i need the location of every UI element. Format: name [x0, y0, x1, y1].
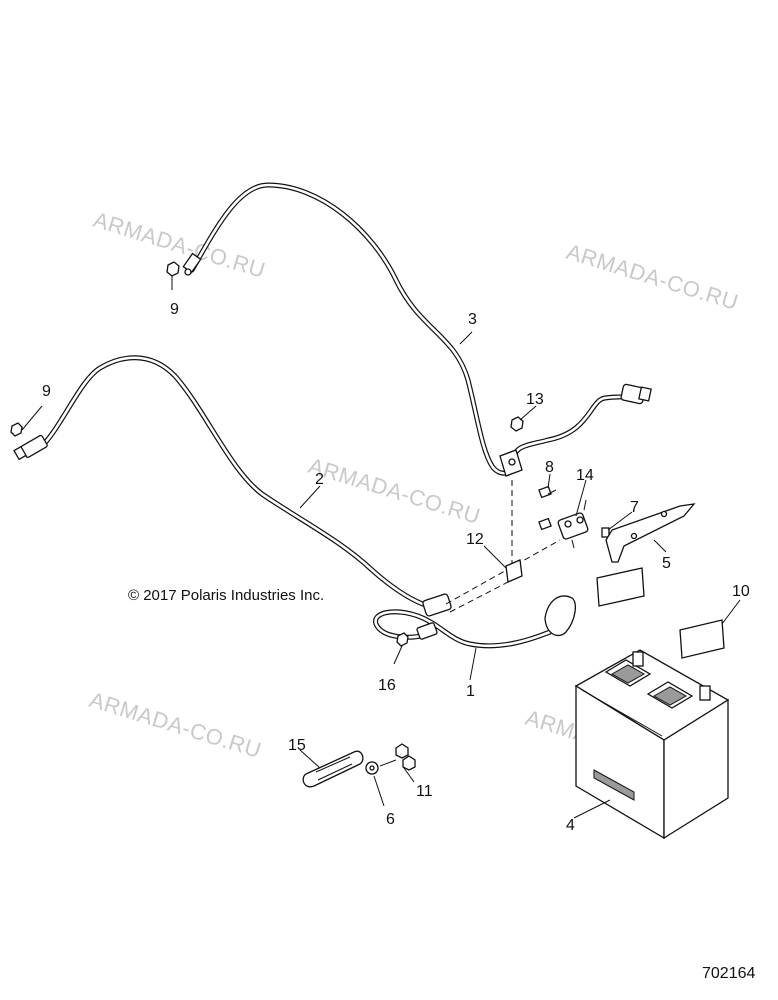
cable-3 — [182, 182, 652, 477]
item-14-relay — [557, 499, 589, 549]
callout-1: 1 — [466, 683, 475, 700]
watermark-bottom-left: ARMADA-CO.RU — [87, 687, 265, 763]
copyright-notice: © 2017 Polaris Industries Inc. — [128, 587, 324, 604]
callouts: 1 2 3 4 5 6 7 8 9 9 10 11 12 13 14 15 16 — [42, 301, 750, 834]
item-13-nut — [510, 416, 524, 432]
callout-8: 8 — [545, 459, 554, 476]
cable-2-terminal-end — [13, 434, 48, 461]
item-11-nuts — [379, 743, 416, 771]
item-9-nut-upper — [166, 261, 180, 277]
callout-5: 5 — [662, 555, 671, 572]
callout-6: 6 — [386, 811, 395, 828]
leader-lines — [21, 276, 741, 819]
item-4-battery — [574, 649, 730, 840]
item-7-fastener — [601, 527, 610, 538]
cable-2-boot — [422, 593, 452, 617]
callout-9-left: 9 — [42, 383, 51, 400]
callout-4: 4 — [566, 817, 575, 834]
item-10-pad — [679, 619, 725, 659]
cable-1 — [373, 595, 577, 649]
item-9-nut-left — [10, 422, 23, 437]
callout-12: 12 — [466, 531, 484, 548]
callout-7: 7 — [630, 499, 639, 516]
assembly-lines — [445, 480, 561, 613]
callout-13: 13 — [526, 391, 544, 408]
watermark-center: ARMADA-CO.RU — [306, 453, 484, 529]
watermark-top-left: ARMADA-CO.RU — [91, 207, 269, 283]
cable-1-boot-end — [544, 595, 577, 637]
callout-11: 11 — [416, 783, 433, 800]
battery-terminal-left — [604, 659, 652, 687]
callout-16: 16 — [378, 677, 396, 694]
pad-left — [596, 567, 645, 607]
battery-terminal-right — [646, 681, 694, 709]
item-6-washer — [365, 761, 379, 775]
item-8-bolt — [538, 485, 557, 531]
item-5-bracket — [605, 503, 696, 563]
callout-9-upper: 9 — [170, 301, 179, 318]
watermark-top-right: ARMADA-CO.RU — [564, 239, 742, 315]
callout-10: 10 — [732, 583, 750, 600]
figure-number: 702164 — [702, 965, 755, 982]
callout-15: 15 — [288, 737, 306, 754]
item-16-nut — [396, 632, 409, 647]
cable-3-clamp — [499, 449, 523, 477]
callout-2: 2 — [315, 471, 324, 488]
cable-1-ring-end — [416, 622, 438, 640]
cable-3-battery-terminal — [620, 383, 652, 405]
cable-2 — [13, 355, 452, 617]
callout-14: 14 — [576, 467, 594, 484]
callout-3: 3 — [468, 311, 477, 328]
item-12-plate — [505, 559, 523, 583]
cable-3-terminal-end — [182, 252, 202, 276]
item-15-fuse-holder — [302, 750, 364, 788]
